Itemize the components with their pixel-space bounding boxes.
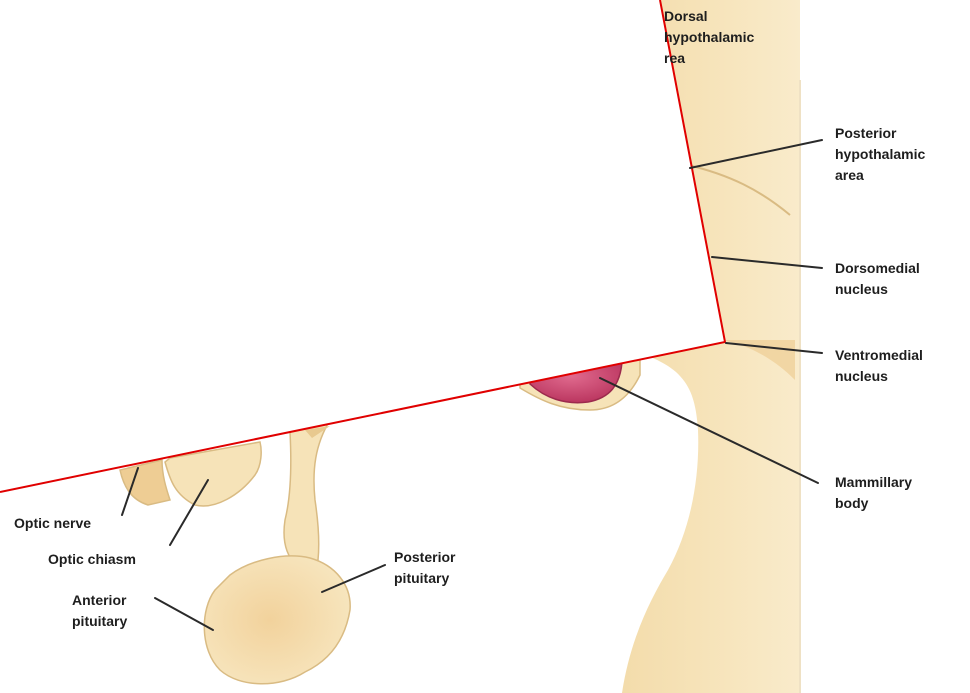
label-ventromedial-nucleus: Ventromedial nucleus — [835, 347, 927, 384]
label-anterior-pituitary: Anterior pituitary — [72, 592, 130, 629]
label-optic-chiasm: Optic chiasm — [48, 551, 136, 567]
label-posterior-hypothalamic-area: Posterior hypothalamic area — [835, 125, 929, 183]
overlay-sheet — [0, 0, 725, 492]
anterior-pituitary — [204, 556, 350, 684]
label-posterior-pituitary: Posterior pituitary — [394, 549, 459, 586]
label-dorsomedial-nucleus: Dorsomedial nucleus — [835, 260, 924, 297]
label-mammillary-body: Mammillary body — [835, 474, 916, 511]
pituitary-stalk — [284, 420, 330, 565]
leader-anterior-pituitary — [155, 598, 213, 630]
label-optic-nerve: Optic nerve — [14, 515, 91, 531]
